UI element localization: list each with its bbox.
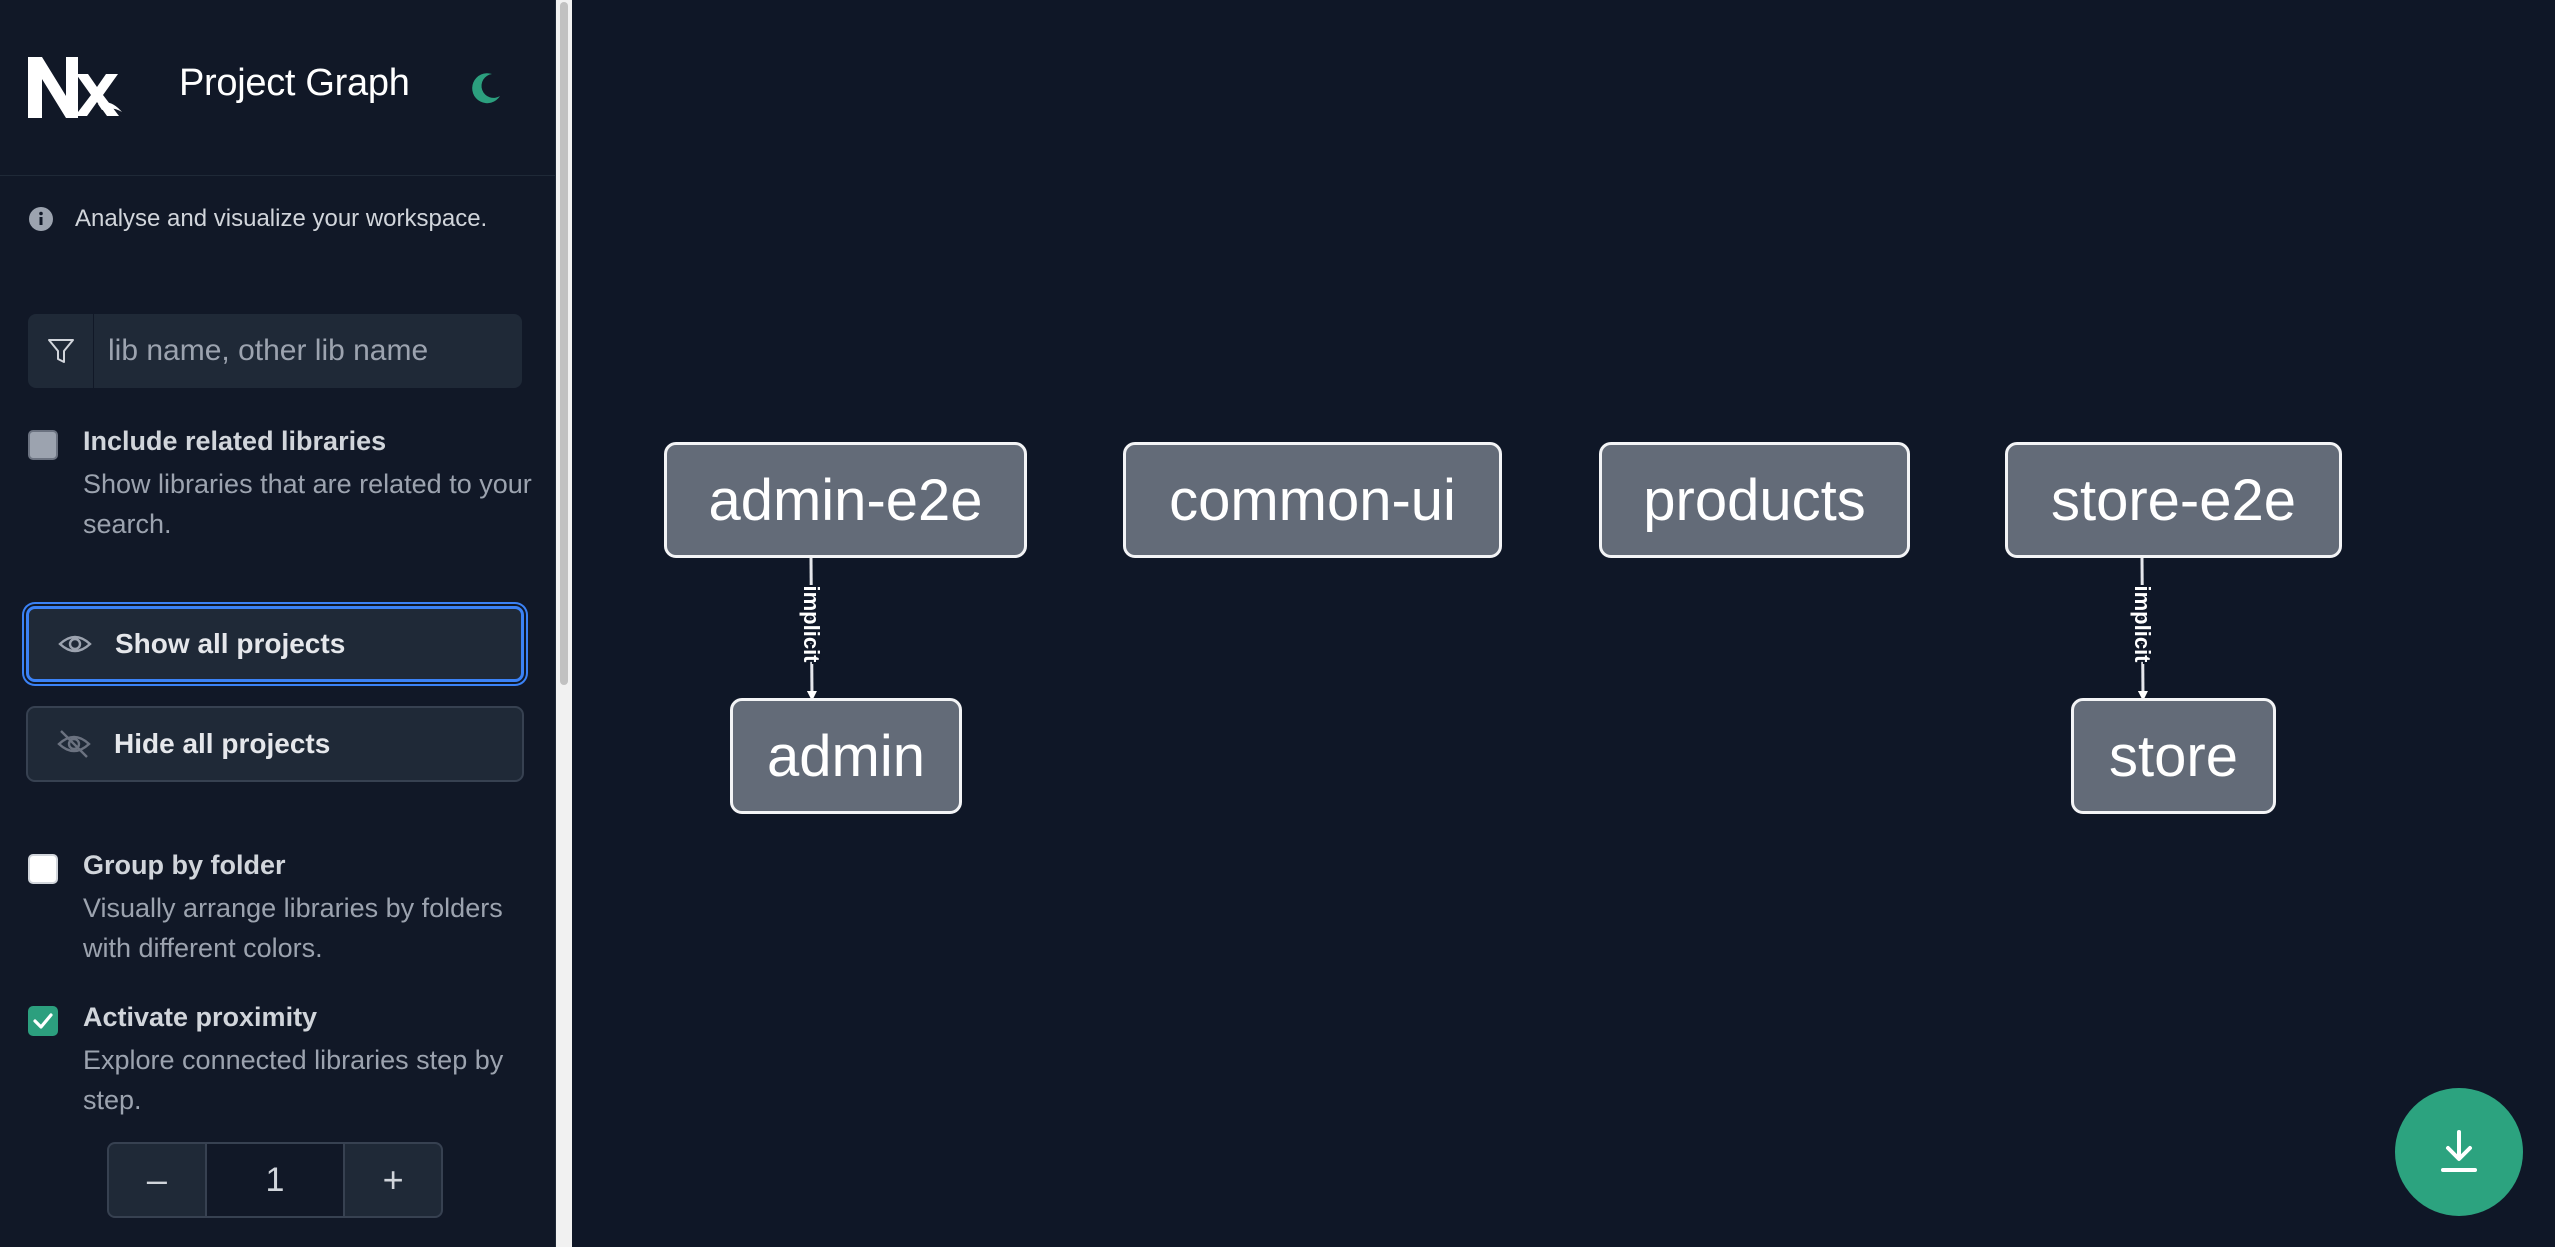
proximity-checkbox[interactable] bbox=[28, 1006, 58, 1036]
group-by-folder-checkbox[interactable] bbox=[28, 854, 58, 884]
include-related-checkbox[interactable] bbox=[28, 430, 58, 460]
sidebar-scrollbar-thumb[interactable] bbox=[560, 2, 568, 685]
group-by-folder-option: Group by folder Visually arrange librari… bbox=[28, 850, 528, 970]
group-by-folder-description: Visually arrange libraries by folders wi… bbox=[83, 893, 503, 963]
include-related-label: Include related libraries bbox=[83, 426, 387, 456]
proximity-label: Activate proximity bbox=[83, 1002, 318, 1032]
info-text: Analyse and visualize your workspace. bbox=[75, 205, 488, 232]
check-icon bbox=[33, 1013, 53, 1029]
info-icon bbox=[29, 207, 53, 231]
sidebar-header: Project Graph bbox=[0, 0, 555, 176]
graph-node-store-e2e[interactable]: store-e2e bbox=[2005, 442, 2342, 558]
nx-logo bbox=[28, 57, 122, 118]
download-button[interactable] bbox=[2395, 1088, 2523, 1216]
graph-node-admin-e2e[interactable]: admin-e2e bbox=[664, 442, 1027, 558]
hide-all-projects-label: Hide all projects bbox=[114, 728, 331, 759]
edge-label: implicit bbox=[2130, 585, 2155, 663]
filter-icon bbox=[47, 339, 74, 363]
info-row: Analyse and visualize your workspace. bbox=[28, 204, 487, 234]
filter-box bbox=[28, 314, 522, 388]
edge-label: implicit bbox=[799, 585, 824, 663]
download-icon bbox=[2441, 1130, 2477, 1172]
hide-all-projects-button[interactable]: Hide all projects bbox=[26, 706, 524, 782]
project-graph-canvas[interactable]: implicit implicit admin-e2e common-ui pr… bbox=[572, 0, 2555, 1247]
include-related-description: Show libraries that are related to your … bbox=[83, 469, 532, 539]
eye-icon bbox=[58, 635, 92, 653]
show-all-projects-button[interactable]: Show all projects bbox=[26, 606, 524, 682]
decrement-button[interactable]: – bbox=[146, 1159, 167, 1200]
edge-store-e2e-store: implicit bbox=[2128, 557, 2157, 701]
graph-node-store[interactable]: store bbox=[2071, 698, 2276, 814]
moon-icon[interactable] bbox=[466, 68, 506, 108]
sidebar: Project Graph Analyse and visualize your… bbox=[0, 0, 556, 1247]
graph-node-admin[interactable]: admin bbox=[730, 698, 962, 814]
graph-node-products[interactable]: products bbox=[1599, 442, 1910, 558]
proximity-description: Explore connected libraries step by step… bbox=[83, 1045, 504, 1115]
include-related-option: Include related libraries Show libraries… bbox=[28, 426, 532, 546]
graph-edges: implicit implicit bbox=[797, 557, 2157, 701]
increment-button[interactable]: + bbox=[382, 1159, 404, 1200]
edge-admin-e2e-admin: implicit bbox=[797, 557, 826, 701]
eye-off-icon bbox=[57, 730, 91, 758]
group-by-folder-label: Group by folder bbox=[83, 850, 286, 880]
filter-icon-cell bbox=[28, 314, 94, 388]
app-title: Project Graph bbox=[179, 62, 410, 104]
graph-node-common-ui[interactable]: common-ui bbox=[1123, 442, 1502, 558]
stepper-value: 1 bbox=[204, 1144, 346, 1216]
proximity-stepper: – 1 + bbox=[107, 1142, 443, 1218]
show-all-projects-label: Show all projects bbox=[115, 628, 346, 659]
proximity-option: Activate proximity Explore connected lib… bbox=[28, 1002, 528, 1122]
filter-input[interactable] bbox=[94, 314, 522, 388]
